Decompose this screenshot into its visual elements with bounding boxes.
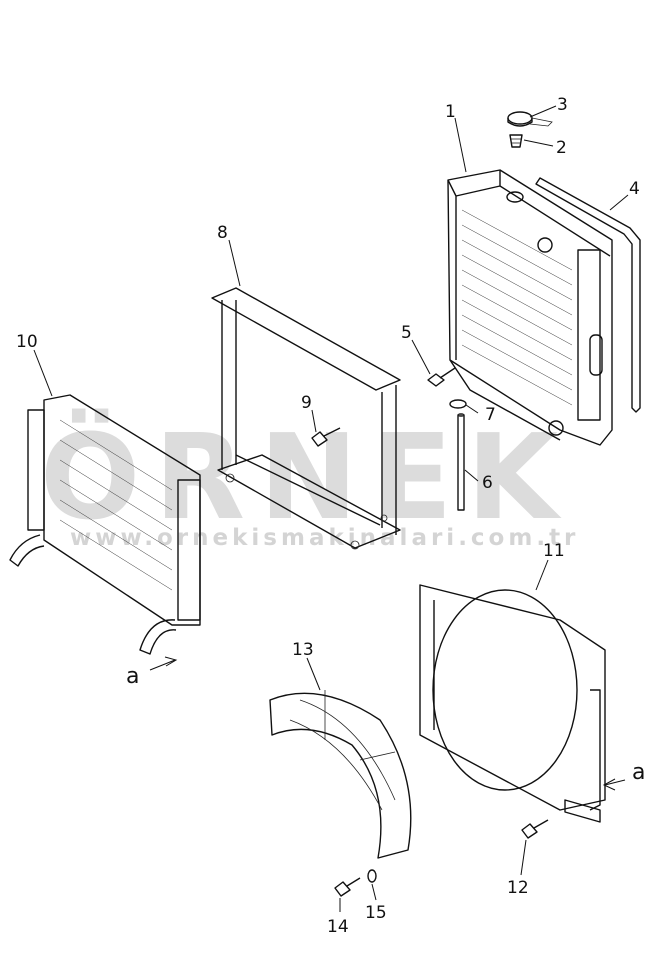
bolt-part-12	[521, 819, 549, 839]
seal-part-4	[535, 177, 641, 413]
clip-part-7	[449, 399, 467, 409]
cap-part-2	[509, 134, 523, 148]
leader-lines	[33, 105, 629, 912]
callout-12: 12	[507, 878, 529, 898]
callout-4: 4	[629, 179, 640, 199]
callout-8: 8	[217, 223, 228, 243]
callout-13: 13	[292, 640, 314, 660]
direction-marker-right: a	[632, 760, 645, 785]
callout-2: 2	[556, 138, 567, 158]
callout-7: 7	[485, 405, 496, 425]
callout-6: 6	[482, 473, 493, 493]
callout-9: 9	[301, 393, 312, 413]
watermark-brand: ÖRNEK	[40, 408, 572, 546]
fan-guard-part-13	[269, 690, 412, 859]
bolt-part-14	[334, 877, 361, 897]
direction-marker-left: a	[126, 664, 139, 689]
watermark-url: www.ornekismakinalari.com.tr	[70, 525, 579, 551]
bolt-part-9	[311, 427, 341, 447]
callout-15: 15	[365, 903, 387, 923]
frame-part-8	[211, 287, 401, 550]
cap-part-3	[507, 111, 553, 127]
callout-10: 10	[16, 332, 38, 352]
callout-1: 1	[445, 102, 456, 122]
radiator-core-part-1	[447, 169, 613, 446]
bolt-part-5	[427, 367, 456, 387]
pipe-part-6	[457, 413, 465, 511]
callout-3: 3	[557, 95, 568, 115]
oil-cooler-part-10	[9, 394, 201, 655]
callout-5: 5	[401, 323, 412, 343]
watermark: ÖRNEK www.ornekismakinalari.com.tr	[40, 408, 579, 551]
callout-labels: 1 2 3 4 5 6 7 8 9 10 11 12 13 14 15 a a	[16, 95, 645, 937]
callout-14: 14	[327, 917, 349, 937]
callout-11: 11	[543, 541, 565, 561]
fan-shroud-part-11	[419, 584, 606, 823]
washer-part-15	[367, 869, 377, 883]
